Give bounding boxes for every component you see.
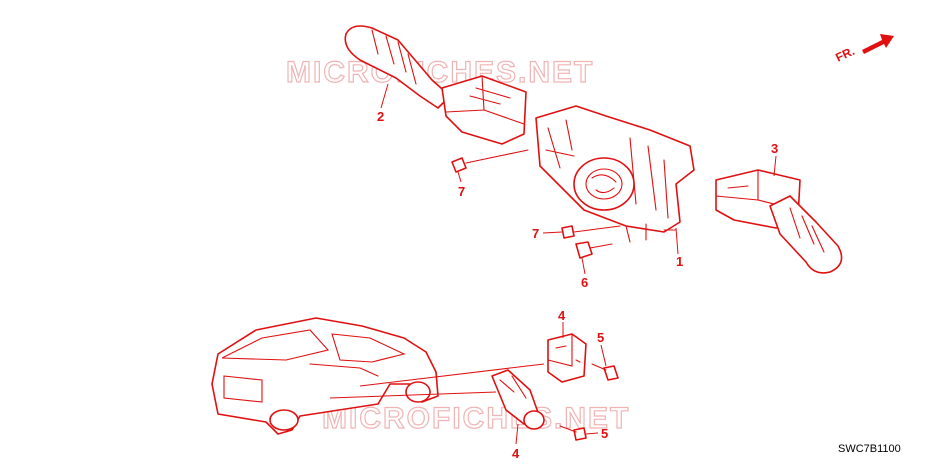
callout-3: 3	[771, 141, 778, 156]
callout-7-upper: 7	[458, 184, 465, 199]
leader-7b	[542, 231, 563, 234]
callout-7-lower: 7	[532, 226, 539, 241]
leader-2	[380, 83, 389, 109]
part-5-bolt-upper	[591, 363, 619, 381]
front-label: FR.	[833, 44, 856, 65]
part-4-switch-upper	[547, 333, 587, 383]
part-5-bolt-lower	[559, 425, 587, 441]
callout-5-upper: 5	[597, 330, 604, 345]
leader-7a	[457, 171, 462, 183]
leader-6	[581, 257, 586, 275]
callout-1: 1	[676, 254, 683, 269]
watermark-top: MICROFICHES.NET	[286, 56, 594, 89]
part-1-switch-body	[535, 105, 695, 243]
part-7-screw-lower	[561, 225, 621, 239]
part-2-lever-switch	[344, 25, 527, 145]
front-direction-indicator: FR.	[833, 34, 894, 65]
leader-1	[675, 227, 679, 255]
callout-2: 2	[377, 109, 384, 124]
part-4-switch-lower	[491, 369, 545, 430]
callout-4-lower: 4	[512, 446, 520, 461]
callout-6: 6	[581, 275, 588, 290]
part-7-screw-upper	[451, 149, 529, 173]
leader-car-to-switch-upper	[359, 363, 545, 387]
leader-5a	[600, 344, 607, 367]
callout-4-upper: 4	[558, 308, 566, 323]
diagram-code: SWC7B1100	[838, 443, 901, 455]
front-arrow-icon	[862, 34, 894, 54]
vehicle-outline	[211, 317, 439, 435]
leader-3	[773, 155, 777, 177]
part-3-lever-switch	[715, 169, 843, 274]
part-6-bolt	[575, 241, 613, 259]
leader-5b	[585, 432, 599, 435]
leader-car-to-switch-lower	[329, 391, 497, 399]
callout-5-lower: 5	[601, 426, 608, 441]
leader-4b	[515, 423, 519, 445]
